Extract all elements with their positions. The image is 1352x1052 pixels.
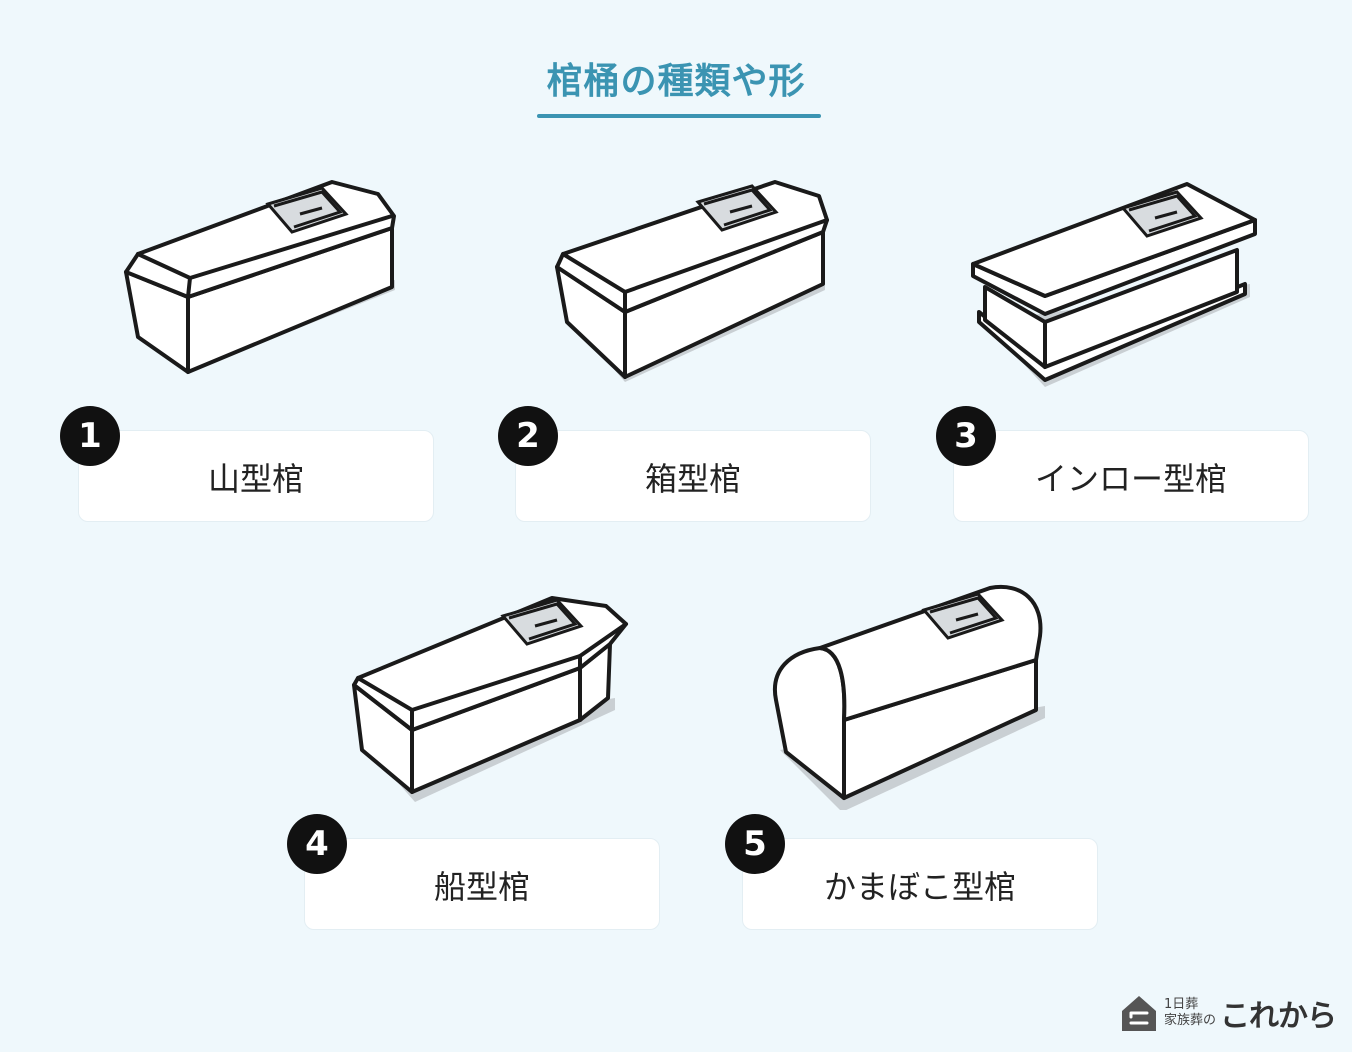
funagata-coffin-icon bbox=[352, 596, 628, 802]
inro-coffin-icon bbox=[971, 182, 1257, 387]
logo-line2: 家族葬の bbox=[1164, 1013, 1217, 1028]
number-badge-2: 2 bbox=[498, 406, 558, 466]
logo-subtext: 1日葬 家族葬の bbox=[1164, 997, 1216, 1029]
yamagata-coffin-icon bbox=[124, 180, 396, 374]
number-badge-5: 5 bbox=[725, 814, 785, 874]
label-box-1: 山型棺 bbox=[78, 430, 434, 522]
label-box-3: インロー型棺 bbox=[953, 430, 1309, 522]
number-badge-4: 4 bbox=[287, 814, 347, 874]
label-box-4: 船型棺 bbox=[304, 838, 660, 930]
number-badge-3: 3 bbox=[936, 406, 996, 466]
title-underline bbox=[537, 114, 821, 118]
hakogata-coffin-icon bbox=[555, 180, 829, 382]
number-badge-1: 1 bbox=[60, 406, 120, 466]
label-text-5: かまぼこ型棺 bbox=[823, 868, 1016, 906]
label-text-3: インロー型棺 bbox=[1034, 460, 1227, 498]
logo-main-text: これから bbox=[1220, 999, 1337, 1034]
logo-line1: 1日葬 bbox=[1164, 997, 1199, 1012]
page-title: 棺桶の種類や形 bbox=[546, 61, 806, 102]
kamaboko-coffin-icon bbox=[772, 584, 1045, 810]
label-text-1: 山型棺 bbox=[207, 460, 304, 498]
house-icon bbox=[1122, 996, 1156, 1031]
brand-logo: 1日葬 家族葬の これから bbox=[1120, 992, 1337, 1034]
label-text-2: 箱型棺 bbox=[644, 460, 741, 498]
label-text-4: 船型棺 bbox=[433, 868, 530, 906]
label-box-2: 箱型棺 bbox=[515, 430, 871, 522]
label-box-5: かまぼこ型棺 bbox=[742, 838, 1098, 930]
